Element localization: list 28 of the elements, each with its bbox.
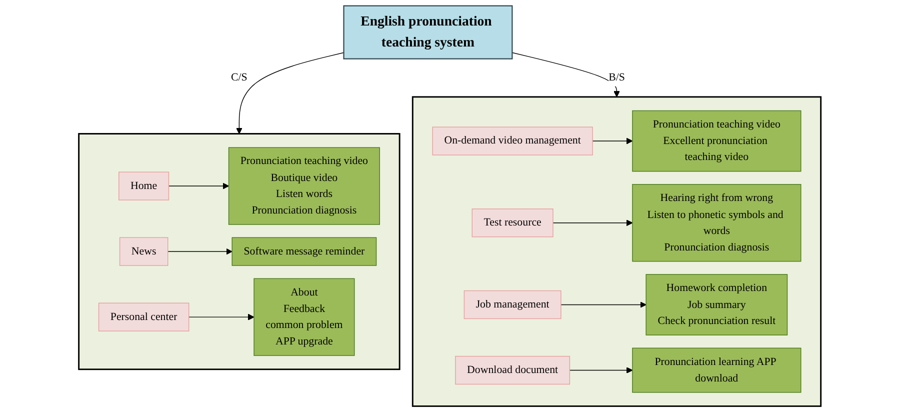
arrow	[560, 302, 646, 308]
node-box: Pronunciation teaching video Excellent pronunciation teaching video	[632, 110, 801, 172]
node-box: About Feedback common problem APP upgrade	[253, 278, 354, 356]
node-box: Test resource	[471, 208, 554, 238]
node-box: Homework completion Job summary Check pronunciation result	[645, 274, 788, 336]
node-box: Pronunciation learning APP download	[632, 348, 801, 393]
node-box: News	[119, 237, 168, 266]
arrow	[512, 52, 620, 98]
node-box: Software message reminder	[231, 237, 376, 266]
arrow	[592, 138, 632, 144]
node-box: Home	[118, 172, 169, 200]
node-box: Personal center	[98, 302, 189, 332]
node-box: English pronunciation teaching system	[342, 5, 512, 60]
arrow	[168, 182, 229, 190]
arrow	[167, 248, 232, 255]
arrow	[552, 220, 632, 226]
node-box: Job management	[464, 290, 561, 320]
arrow	[569, 367, 632, 374]
arrow	[188, 314, 254, 320]
cluster	[412, 96, 822, 407]
node-box: Download document	[454, 356, 570, 385]
node-box: Pronunciation teaching video Boutique video Listen words Pronunciation diagnosis	[228, 147, 380, 225]
node-box: On-demand video management	[432, 126, 593, 156]
node-box: Hearing right from wrong Listen to phonetic symbols and words Pronunciation diagnosis	[632, 184, 801, 262]
edge-label: C/S	[230, 72, 248, 84]
cluster	[78, 133, 400, 370]
arrow	[236, 52, 344, 134]
edge-label: B/S	[608, 72, 625, 84]
